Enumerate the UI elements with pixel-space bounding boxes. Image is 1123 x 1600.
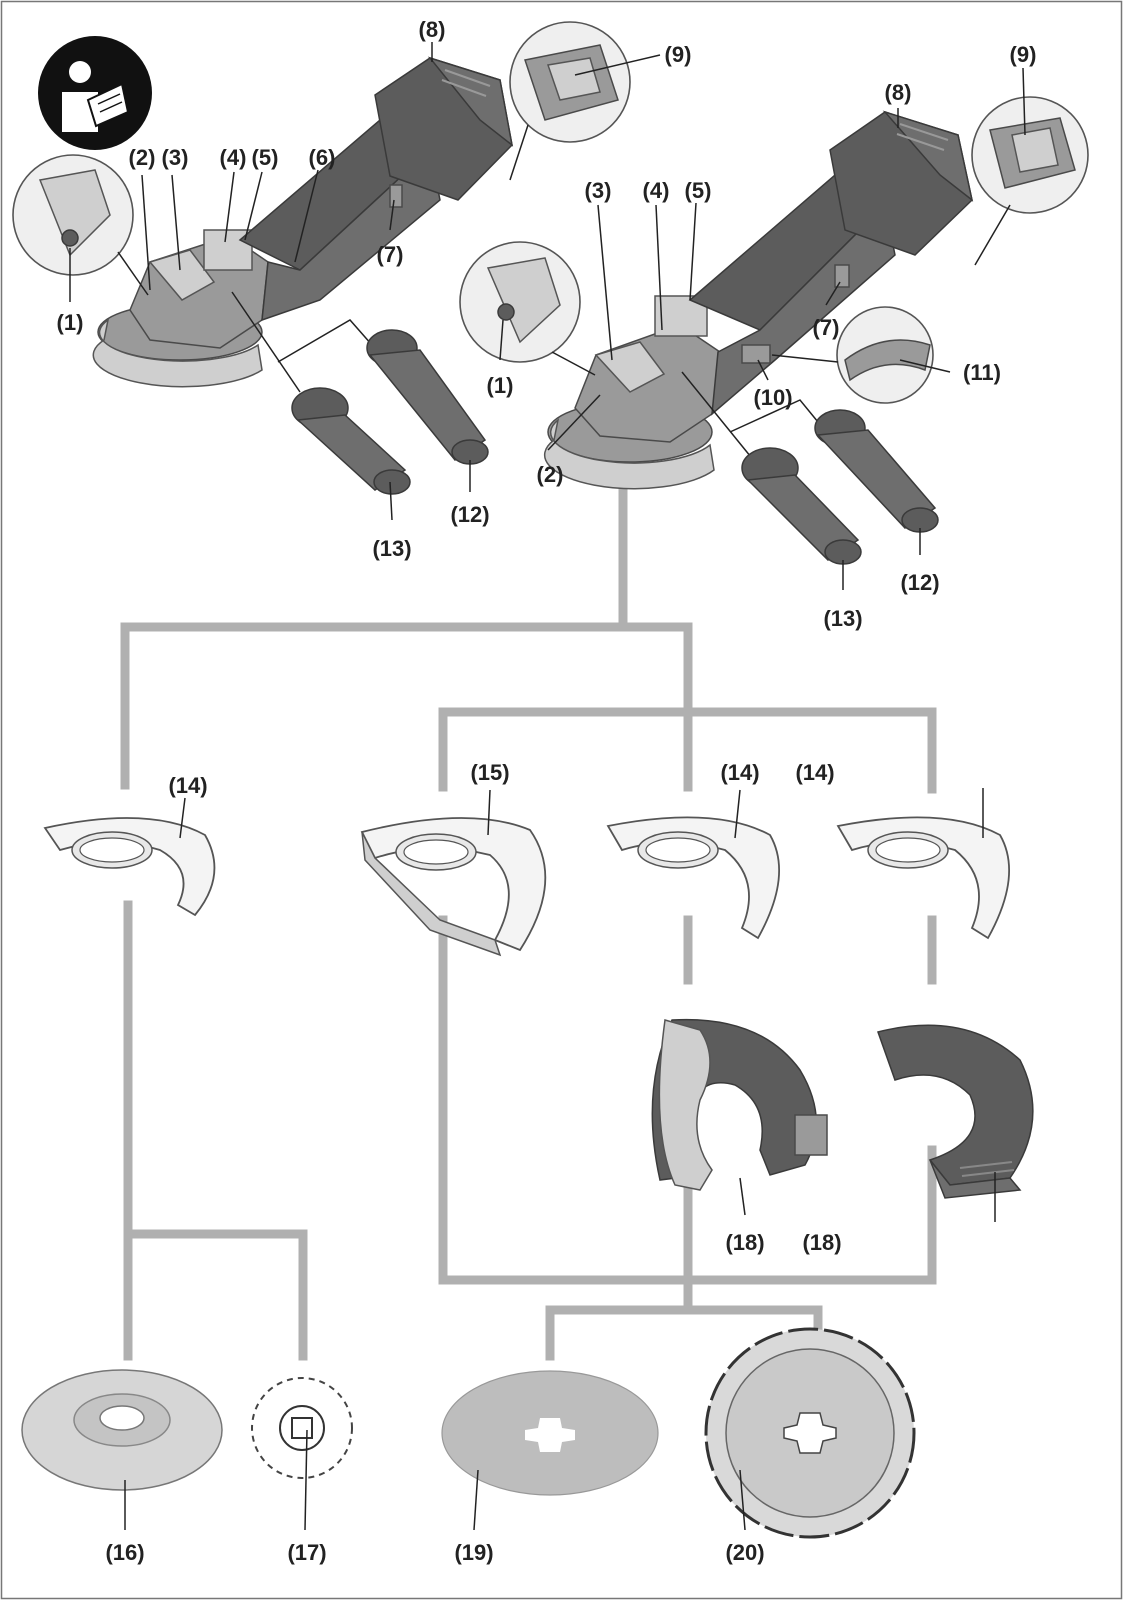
zoom-battery-indicator-right (972, 97, 1088, 265)
label-18-b: (18) (802, 1230, 841, 1255)
label-3-left: (3) (162, 145, 189, 170)
label-8-right: (8) (885, 80, 912, 105)
label-12-right: (12) (900, 570, 939, 595)
label-14-b: (14) (720, 760, 759, 785)
label-13-right: (13) (823, 606, 862, 631)
label-14-c: (14) (795, 760, 834, 785)
label-15: (15) (470, 760, 509, 785)
label-3-right: (3) (585, 178, 612, 203)
diamond-disc-20 (706, 1329, 914, 1537)
label-2-left: (2) (129, 145, 156, 170)
label-1-left: (1) (57, 310, 84, 335)
labels-discs: (16) (17) (19) (20) (105, 1540, 764, 1565)
label-13-left: (13) (372, 536, 411, 561)
label-5-right: (5) (685, 178, 712, 203)
cutting-cover-18-right (878, 1025, 1033, 1198)
label-20: (20) (725, 1540, 764, 1565)
label-1-right: (1) (487, 373, 514, 398)
wire-brush-17 (252, 1378, 352, 1478)
label-11-right: (11) (963, 360, 1001, 385)
label-9-left: (9) (665, 42, 692, 67)
label-12-left: (12) (450, 502, 489, 527)
cutting-cover-18-left (652, 1020, 827, 1190)
label-14-a: (14) (168, 773, 207, 798)
label-4-left: (4) (220, 145, 247, 170)
label-18-a: (18) (725, 1230, 764, 1255)
grinder-right (545, 112, 972, 489)
cutting-disc-19 (442, 1371, 658, 1495)
label-5-left: (5) (252, 145, 279, 170)
grinding-disc-16 (22, 1370, 222, 1490)
grinder-left (93, 58, 512, 387)
zoom-battery-indicator-left (510, 22, 630, 180)
guard-14-center (608, 817, 779, 938)
label-2-right: (2) (537, 462, 564, 487)
label-17: (17) (287, 1540, 326, 1565)
zoom-spindle-lock-left (13, 155, 148, 295)
guard-14-left (45, 818, 214, 915)
label-16: (16) (105, 1540, 144, 1565)
label-9-right: (9) (1010, 42, 1037, 67)
guard-15 (362, 818, 545, 955)
label-7-left: (7) (377, 242, 404, 267)
read-manual-icon (38, 36, 152, 150)
label-8-left: (8) (419, 17, 446, 42)
zoom-spindle-lock-right (460, 242, 595, 375)
label-6-left: (6) (309, 145, 336, 170)
aux-handles-left (232, 292, 488, 494)
label-7-right: (7) (813, 315, 840, 340)
label-10-right: (10) (753, 385, 792, 410)
label-4-right: (4) (643, 178, 670, 203)
label-19: (19) (454, 1540, 493, 1565)
